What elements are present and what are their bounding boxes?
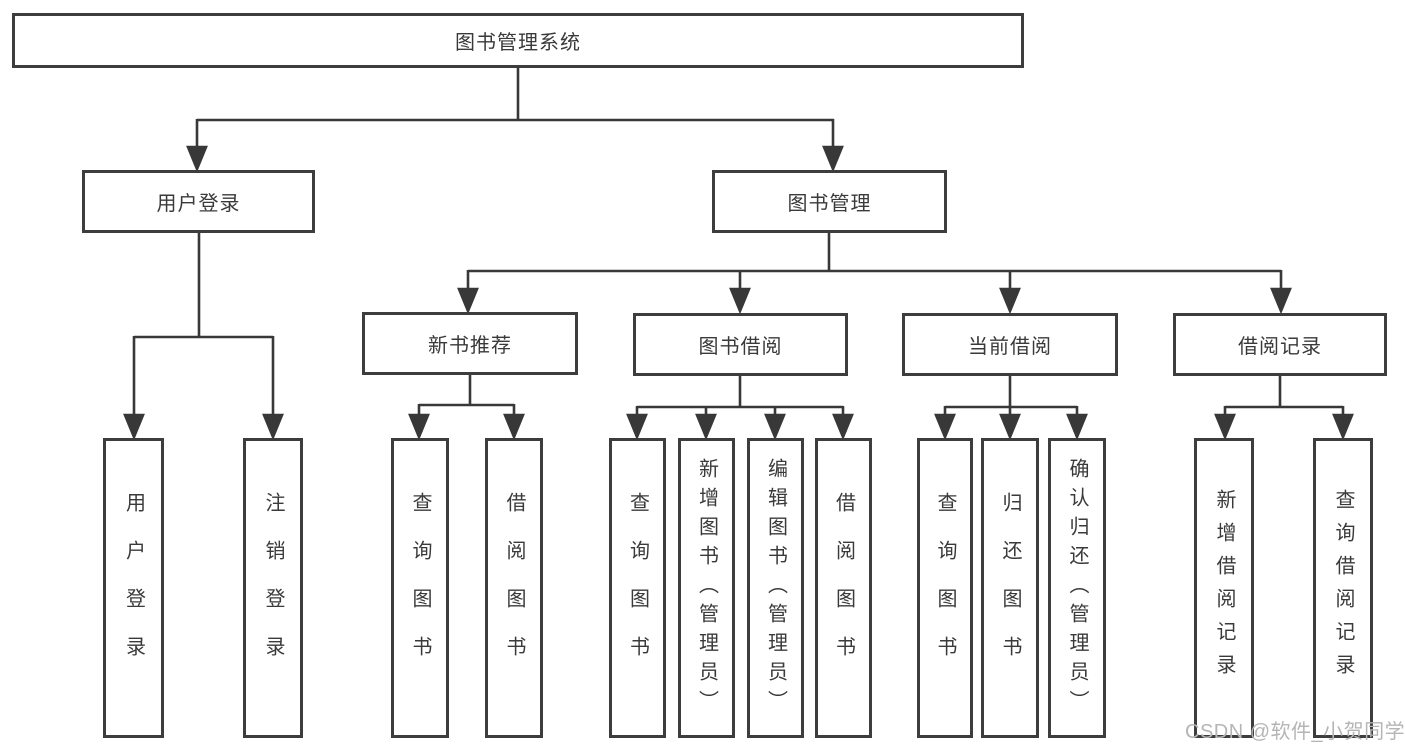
arrowhead xyxy=(695,413,717,441)
leaf-current-confirm-return-admin: 确认归还（管理员） xyxy=(1048,438,1106,738)
connector-new-book-recommend-children xyxy=(408,375,525,441)
connector-borrow-record-children xyxy=(1214,376,1354,441)
node-root-library-system: 图书管理系统 xyxy=(12,13,1024,68)
node-book-borrow: 图书借阅 xyxy=(633,313,848,376)
node-new-book-recommend: 新书推荐 xyxy=(362,312,578,375)
leaf-record-query: 查询借阅记录 xyxy=(1313,438,1373,738)
leaf-record-add: 新增借阅记录 xyxy=(1194,438,1254,738)
arrowhead xyxy=(1332,413,1354,441)
arrowhead xyxy=(186,145,208,173)
arrowhead xyxy=(999,413,1021,441)
arrowhead xyxy=(262,413,284,441)
leaf-recommend-query-book: 查询图书 xyxy=(391,438,449,738)
node-current-borrow: 当前借阅 xyxy=(902,313,1118,376)
connector-root-to-level2 xyxy=(186,68,844,173)
arrowhead xyxy=(832,413,854,441)
leaf-borrow-borrow-book: 借阅图书 xyxy=(815,438,872,738)
arrowhead xyxy=(123,413,145,441)
arrowhead xyxy=(1214,413,1236,441)
arrowhead xyxy=(1270,287,1292,315)
arrowhead xyxy=(764,413,786,441)
node-book-management: 图书管理 xyxy=(712,170,947,233)
arrowhead xyxy=(457,287,479,315)
csdn-watermark: CSDN @软件_小贺同学 xyxy=(1185,721,1405,743)
connector-current-borrow-children xyxy=(934,376,1088,441)
node-user-login: 用户登录 xyxy=(82,170,315,233)
arrowhead xyxy=(822,145,844,173)
leaf-borrow-query-book: 查询图书 xyxy=(609,438,666,738)
arrowhead xyxy=(503,413,525,441)
leaf-current-return-book: 归还图书 xyxy=(981,438,1039,738)
arrowhead xyxy=(1066,413,1088,441)
leaf-user-login: 用户登录 xyxy=(103,438,164,738)
leaf-borrow-edit-book-admin: 编辑图书（管理员） xyxy=(747,438,804,738)
leaf-recommend-borrow-book: 借阅图书 xyxy=(485,438,543,738)
leaf-logout: 注销登录 xyxy=(243,438,303,738)
connector-user-login-children xyxy=(123,233,284,441)
arrowhead xyxy=(626,413,648,441)
arrowhead xyxy=(999,287,1021,315)
leaf-current-query-book: 查询图书 xyxy=(917,438,973,738)
arrowhead xyxy=(729,287,751,315)
connector-book-management-children xyxy=(457,233,1292,315)
node-borrow-record: 借阅记录 xyxy=(1173,313,1387,376)
arrowhead xyxy=(934,413,956,441)
arrowhead xyxy=(408,413,430,441)
leaf-borrow-add-book-admin: 新增图书（管理员） xyxy=(678,438,735,738)
connector-book-borrow-children xyxy=(626,376,854,441)
